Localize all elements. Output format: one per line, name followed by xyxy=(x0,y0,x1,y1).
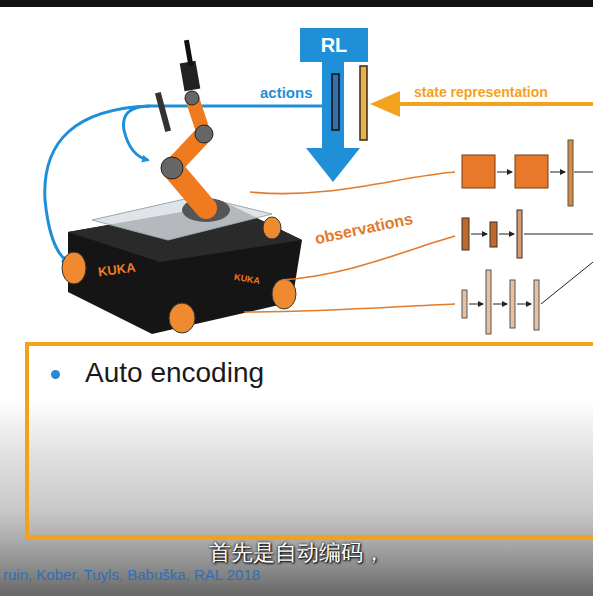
rl-box: RL xyxy=(300,28,368,62)
signal-label: actions xyxy=(260,84,313,102)
content-box: Auto encoding xyxy=(25,342,593,539)
network-branches xyxy=(462,140,593,334)
video-shade xyxy=(0,400,593,596)
signal-label: state representation xyxy=(414,84,548,101)
bullet-text: Auto encoding xyxy=(85,356,264,390)
signal-label: observations xyxy=(313,209,414,248)
observation-lines xyxy=(244,172,455,312)
video-subtitle: 首先是自动编码， xyxy=(0,540,593,566)
robot-illustration xyxy=(62,40,302,334)
box-title: RL xyxy=(321,33,348,57)
top-bar xyxy=(0,0,593,7)
rl-arrow xyxy=(306,60,367,182)
bullet-dot xyxy=(51,370,60,379)
citation: ruin, Kober, Tuyls, Babuška, RAL 2018 xyxy=(3,566,260,584)
